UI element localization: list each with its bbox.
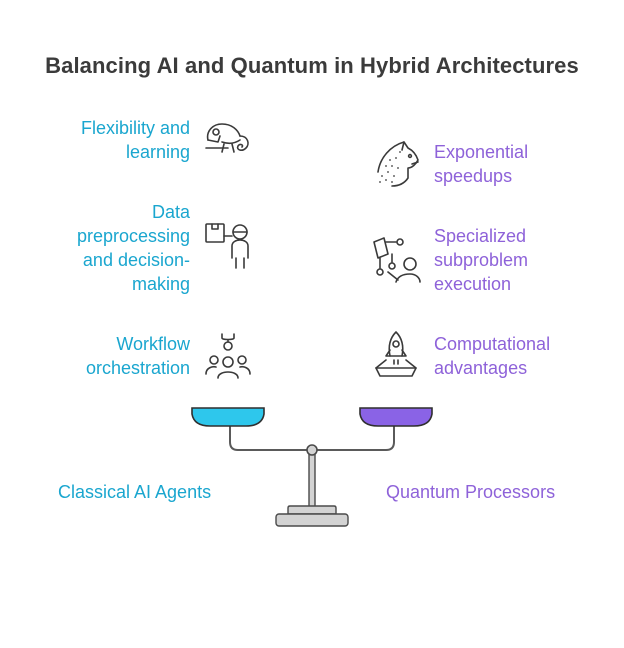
robot-worker-icon [205,223,249,269]
right-item-computational: Computational advantages [434,334,551,378]
rocket-launch-icon [375,331,417,377]
microscope-operator-icon [373,237,421,283]
scale-base [275,513,349,527]
cheetah-icon [377,141,419,187]
left-pan [191,407,265,427]
right-item-specialized: Specialized subproblem execution [434,226,529,294]
left-item-flexibility: Flexibility and learning [80,118,190,162]
scale-base-top [287,505,337,515]
left-item-data-preprocessing: Data preprocessing and decision- making [76,202,190,294]
caption-classical-ai-agents: Classical AI Agents [58,482,212,502]
robotic-arm-team-icon [205,333,251,379]
diagram-title: Balancing AI and Quantum in Hybrid Archi… [45,53,579,78]
chameleon-icon [205,123,249,153]
right-pan [359,407,433,427]
right-item-exponential: Exponential speedups [434,142,529,186]
scale-pillar [308,449,316,515]
caption-quantum-processors: Quantum Processors [386,482,556,502]
scale-pivot [306,444,318,456]
left-item-workflow: Workflow orchestration [85,334,190,378]
